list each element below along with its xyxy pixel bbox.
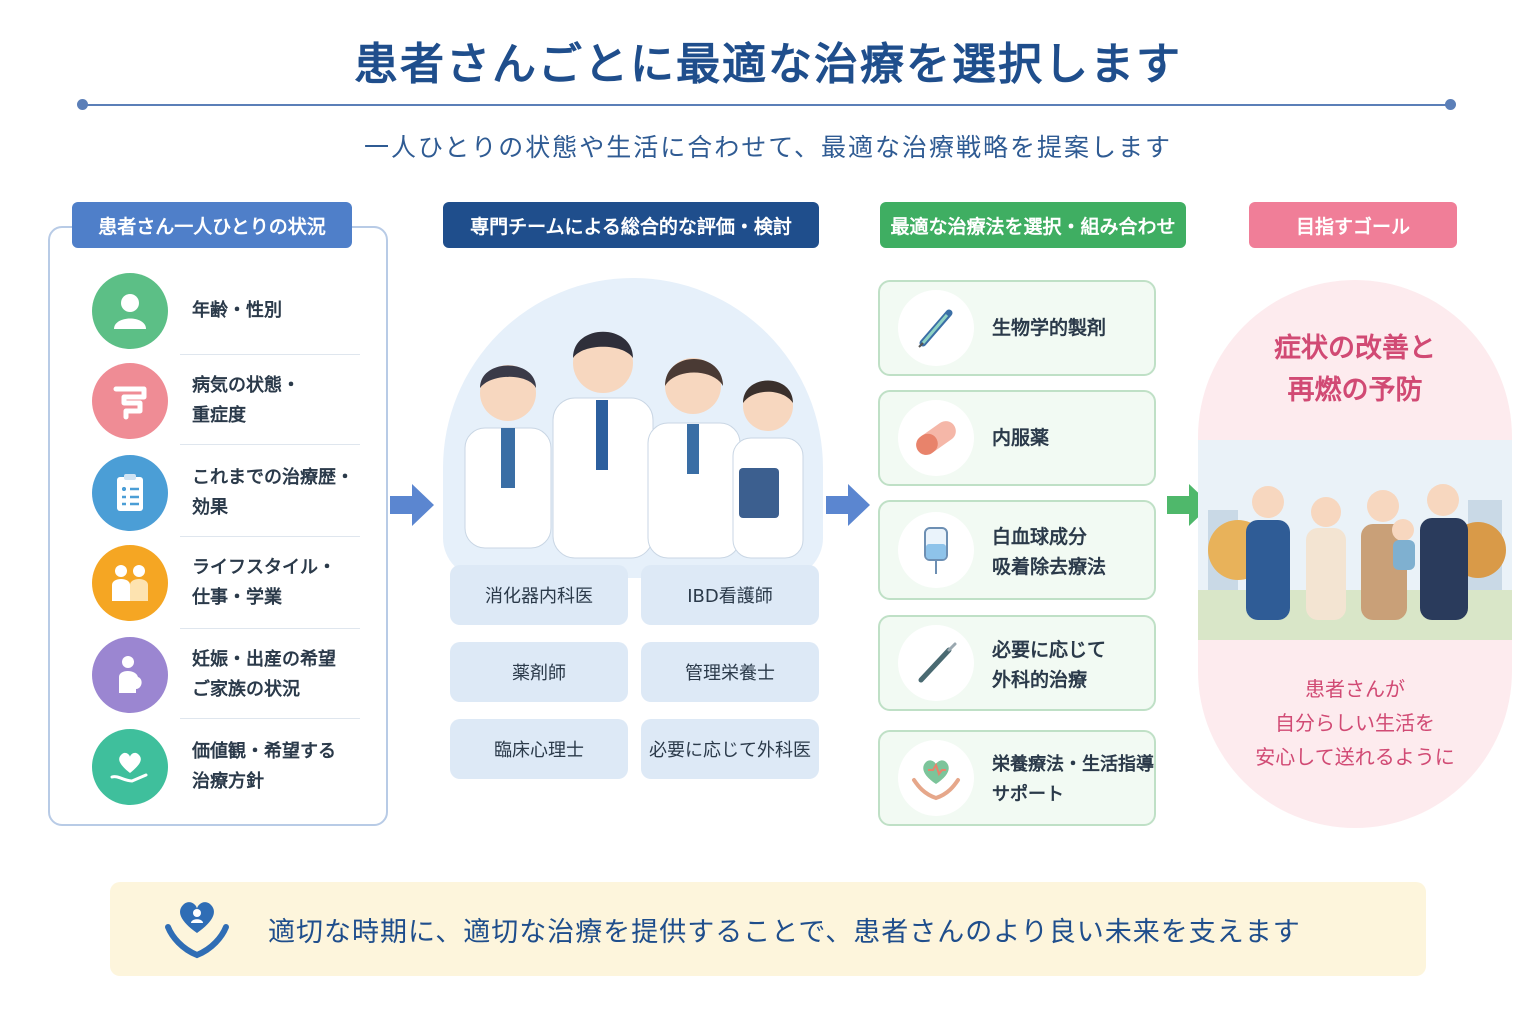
hands-heart-icon	[165, 902, 229, 959]
capsule-icon	[898, 400, 974, 476]
team-member-chip: 臨床心理士	[450, 719, 628, 779]
situation-item-values: 価値観・希望する 治療方針	[92, 726, 392, 808]
situation-label: 年齢・性別	[192, 300, 282, 321]
divider	[180, 628, 360, 629]
family-icon	[92, 545, 168, 621]
divider	[180, 718, 360, 719]
team-header: 専門チームによる総合的な評価・検討	[443, 202, 819, 248]
team-member-chip: 薬剤師	[450, 642, 628, 702]
title-divider	[82, 104, 1454, 106]
divider-dot-right	[1445, 99, 1456, 110]
situation-header: 患者さん一人ひとりの状況	[72, 202, 352, 248]
family-illustration-icon	[1198, 440, 1512, 640]
doctors-illustration-icon	[464, 331, 804, 559]
goal-header: 目指すゴール	[1249, 202, 1457, 248]
treatment-label: 必要に応じて 外科的治療	[992, 639, 1107, 691]
syringe-icon	[898, 290, 974, 366]
divider	[180, 444, 360, 445]
iv-bag-icon	[898, 512, 974, 588]
footer-banner: 適切な時期に、適切な治療を提供することで、患者さんのより良い未来を支えます	[110, 882, 1426, 976]
page-subtitle: 一人ひとりの状態や生活に合わせて、最適な治療戦略を提案します	[363, 133, 1172, 162]
scalpel-icon	[898, 625, 974, 701]
heart-care-icon	[898, 740, 974, 816]
situation-label: 妊娠・出産の希望 ご家族の状況	[192, 649, 336, 700]
situation-label: 価値観・希望する 治療方針	[192, 741, 336, 792]
goal-text: 患者さんが 自分らしい生活を 安心して送れるように	[1255, 677, 1455, 769]
treatment-header: 最適な治療法を選択・組み合わせ	[880, 202, 1186, 248]
goal-panel: 症状の改善と 再燃の予防 患者さんが 自分らしい生活を 安心して送れるように	[1198, 280, 1512, 828]
divider-dot-left	[77, 99, 88, 110]
treatment-card: 生物学的製剤	[878, 280, 1156, 376]
treatment-card: 内服薬	[878, 390, 1156, 486]
team-member-chip: IBD看護師	[641, 565, 819, 625]
situation-label: ライフスタイル・ 仕事・学業	[192, 557, 336, 608]
situation-item-pregnancy: 妊娠・出産の希望 ご家族の状況	[92, 634, 392, 716]
intestine-icon	[92, 363, 168, 439]
page-title: 患者さんごとに最適な治療を選択します	[354, 39, 1182, 90]
treatment-label: 内服薬	[992, 427, 1050, 449]
divider	[180, 536, 360, 537]
person-icon	[92, 273, 168, 349]
heart-hand-icon	[92, 729, 168, 805]
situation-item-disease: 病気の状態・ 重症度	[92, 360, 392, 442]
situation-item-age: 年齢・性別	[92, 270, 392, 352]
treatment-card: 白血球成分 吸着除去療法	[878, 500, 1156, 600]
situation-panel: 年齢・性別 病気の状態・ 重症度 これまでの治療歴・ 効果 ライフスタイル・ 仕…	[48, 226, 388, 826]
goal-title: 症状の改善と 再燃の予防	[1274, 333, 1436, 406]
team-member-chip: 消化器内科医	[450, 565, 628, 625]
treatment-card: 必要に応じて 外科的治療	[878, 615, 1156, 711]
situation-label: 病気の状態・ 重症度	[192, 375, 300, 426]
situation-item-history: これまでの治療歴・ 効果	[92, 452, 392, 534]
situation-item-lifestyle: ライフスタイル・ 仕事・学業	[92, 542, 392, 624]
arrow-right-icon	[826, 484, 870, 526]
team-member-chip: 必要に応じて外科医	[641, 719, 819, 779]
pregnancy-icon	[92, 637, 168, 713]
treatment-label: 白血球成分 吸着除去療法	[992, 526, 1107, 578]
divider	[180, 354, 360, 355]
team-member-chip: 管理栄養士	[641, 642, 819, 702]
situation-label: これまでの治療歴・ 効果	[192, 467, 354, 518]
treatment-label: 栄養療法・生活指導 サポート	[992, 754, 1154, 805]
arrow-right-icon	[390, 484, 434, 526]
clipboard-icon	[92, 455, 168, 531]
treatment-label: 生物学的製剤	[992, 317, 1107, 339]
team-illustration	[443, 278, 823, 578]
footer-text: 適切な時期に、適切な治療を提供することで、患者さんのより良い未来を支えます	[268, 916, 1301, 948]
treatment-card: 栄養療法・生活指導 サポート	[878, 730, 1156, 826]
